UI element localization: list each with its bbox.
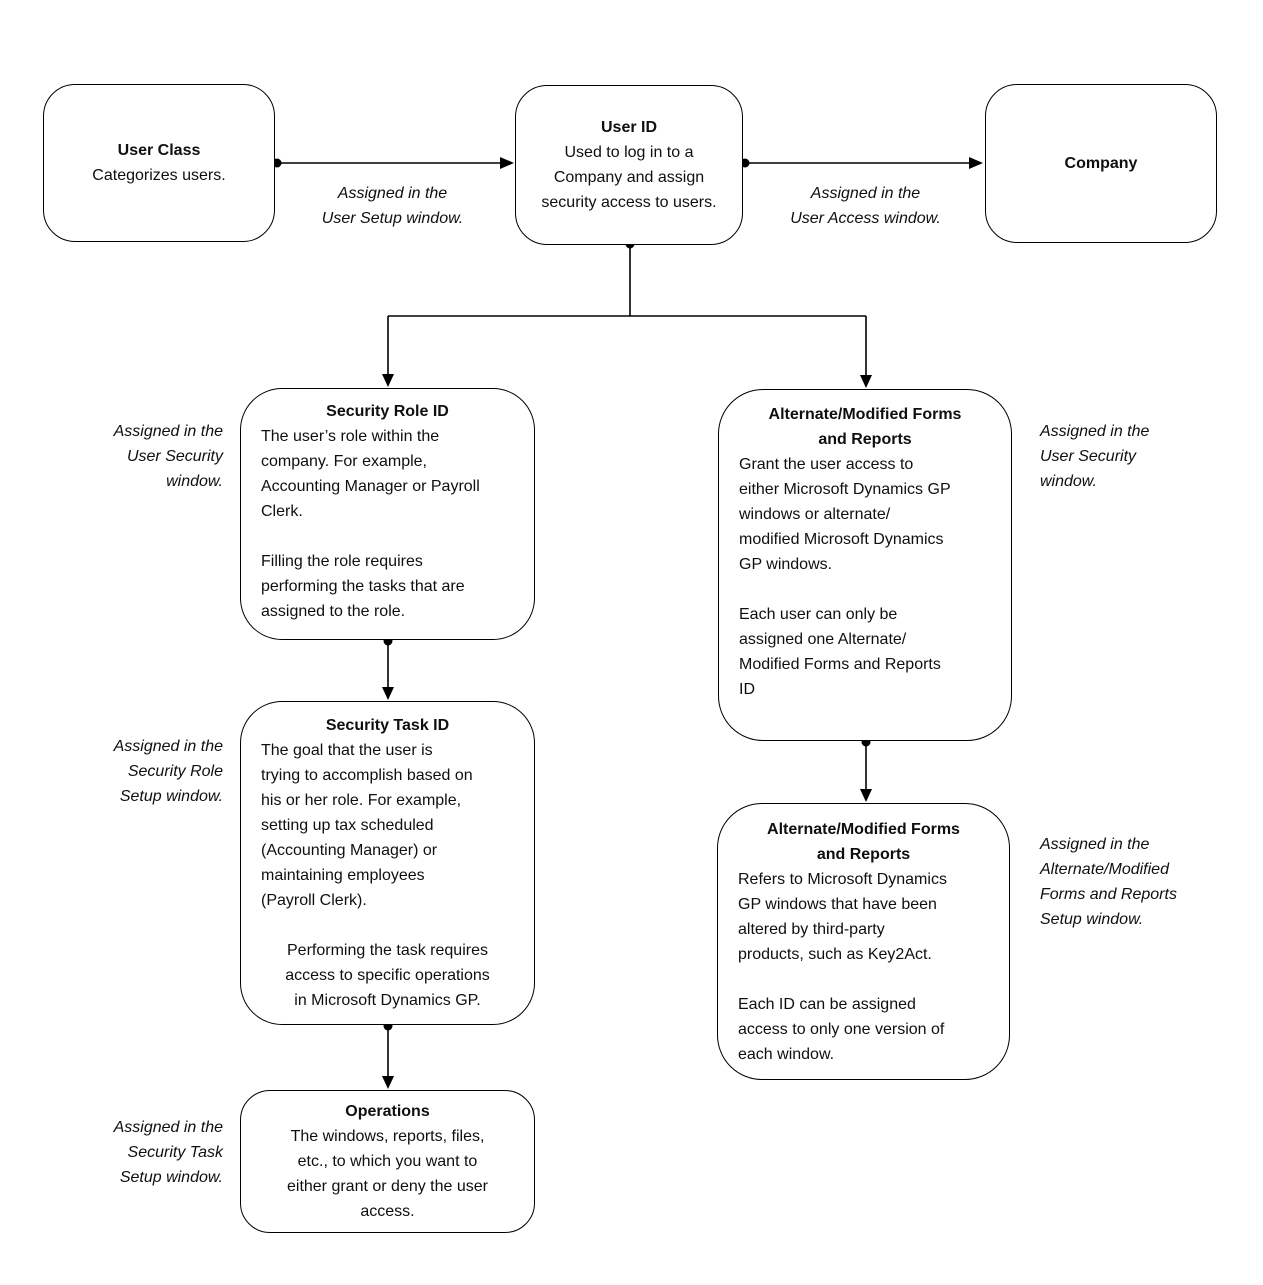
edge-label-user-security-window-right: Assigned in the User Security window.	[1040, 423, 1150, 490]
node-title: Company	[1064, 155, 1138, 172]
node-company: Company	[985, 84, 1217, 243]
edge-label-alt-mod-setup-window: Assigned in the Alternate/Modified Forms…	[1040, 836, 1177, 928]
node-title: Operations	[345, 1103, 430, 1120]
node-alt-mod-forms-reports-2: Alternate/Modified Forms and Reports Ref…	[717, 803, 1010, 1080]
connector-user-id-to-company	[740, 157, 983, 169]
node-title: Security Role ID	[326, 403, 449, 420]
node-alt-mod-forms-reports-1: Alternate/Modified Forms and Reports Gra…	[718, 389, 1012, 741]
node-user-class: User Class Categorizes users.	[43, 84, 275, 242]
node-body: Refers to Microsoft Dynamics GP windows …	[738, 871, 947, 1063]
node-title: Security Task ID	[325, 717, 450, 734]
node-title: Alternate/Modified Forms and Reports	[768, 406, 962, 448]
node-title: Alternate/Modified Forms and Reports	[767, 821, 960, 863]
connector-task-to-operations	[382, 1021, 394, 1089]
node-title: User ID	[600, 119, 658, 136]
connector-user-class-to-user-id	[272, 157, 514, 169]
connector-altmod1-to-altmod2	[860, 737, 872, 802]
node-body: The windows, reports, files, etc., to wh…	[286, 1128, 488, 1220]
edge-label-user-access-window: Assigned in the User Access window.	[790, 185, 941, 227]
connector-role-to-task	[382, 636, 394, 700]
node-security-role-id: Security Role ID The user’s role within …	[240, 388, 535, 640]
edge-label-user-setup-window: Assigned in the User Setup window.	[321, 185, 464, 227]
node-body-2: Performing the task requires access to s…	[285, 942, 490, 1009]
edge-label-user-security-window-left: Assigned in the User Security window.	[113, 423, 223, 490]
node-operations: Operations The windows, reports, files, …	[240, 1090, 535, 1233]
node-body: Categorizes users.	[92, 167, 226, 184]
node-body: The goal that the user is trying to acco…	[261, 742, 473, 909]
node-body: The user’s role within the company. For …	[261, 428, 480, 620]
connector-user-id-branch	[382, 239, 872, 388]
node-user-id: User ID Used to log in to a Company and …	[515, 85, 743, 245]
node-body: Grant the user access to either Microsof…	[739, 456, 951, 698]
edge-label-security-role-setup-window: Assigned in the Security Role Setup wind…	[113, 738, 223, 805]
node-body: Used to log in to a Company and assign s…	[541, 144, 717, 211]
node-security-task-id: Security Task ID The goal that the user …	[240, 701, 535, 1025]
edge-label-security-task-setup-window: Assigned in the Security Task Setup wind…	[113, 1119, 223, 1186]
node-title: User Class	[117, 142, 201, 159]
